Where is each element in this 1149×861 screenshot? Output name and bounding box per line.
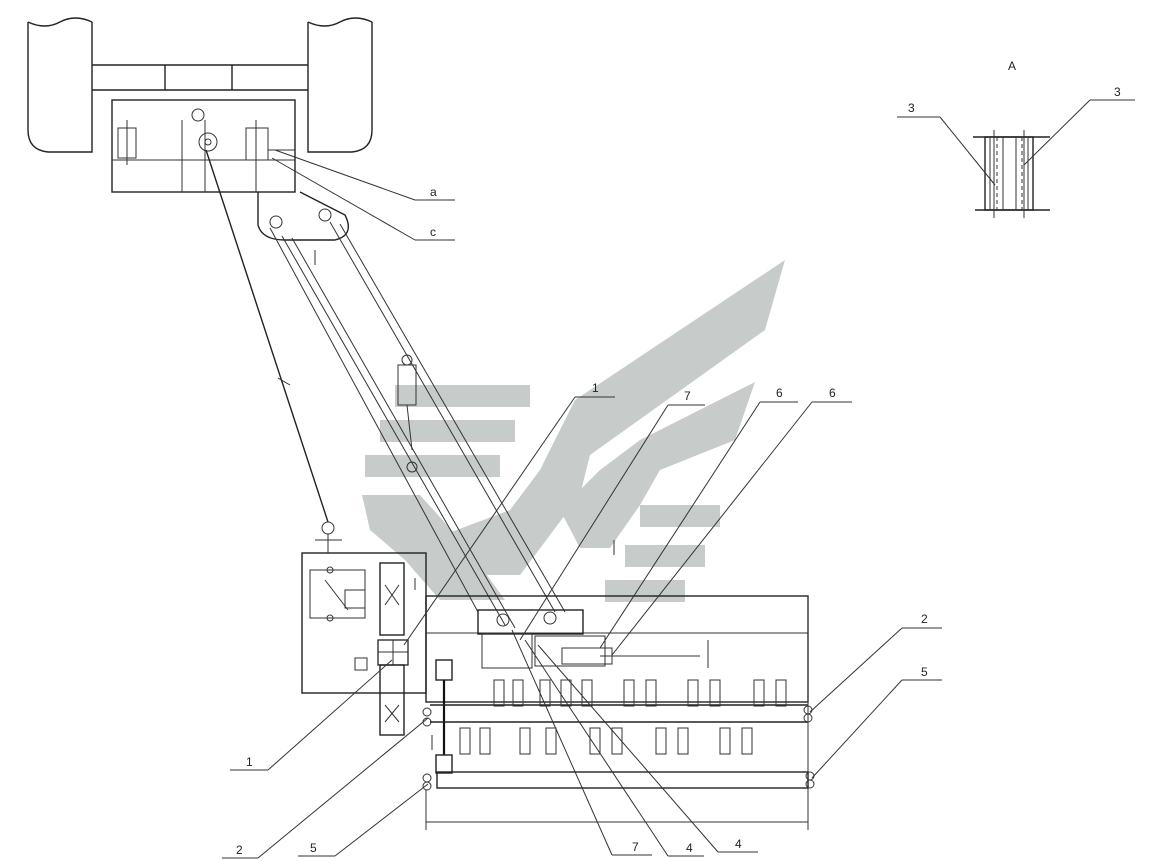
drive-cables bbox=[205, 149, 615, 629]
watermark-logo bbox=[362, 260, 785, 602]
detail-view-a bbox=[897, 99, 1135, 218]
callout-5-right: 5 bbox=[921, 665, 928, 679]
callout-7-top: 7 bbox=[684, 389, 691, 403]
gearbox bbox=[301, 521, 433, 750]
rotor-assembly bbox=[422, 595, 815, 830]
view-a-label: A bbox=[1008, 59, 1016, 73]
callout-3-left: 3 bbox=[908, 101, 915, 115]
callout-1-bottom: 1 bbox=[246, 755, 253, 769]
callout-1-top: 1 bbox=[592, 381, 599, 395]
callout-2-bottom: 2 bbox=[236, 843, 243, 857]
blade-row-lower bbox=[459, 727, 753, 755]
callout-6-a: 6 bbox=[776, 386, 783, 400]
callout-2-right: 2 bbox=[921, 612, 928, 626]
callout-c: c bbox=[430, 225, 436, 239]
callout-leaders-bottom bbox=[222, 396, 942, 859]
callout-4-b: 4 bbox=[735, 837, 742, 851]
callout-5-bottom: 5 bbox=[310, 841, 317, 855]
callout-leaders-top bbox=[271, 149, 455, 241]
callout-a: a bbox=[430, 185, 437, 199]
callout-7-bottom: 7 bbox=[632, 840, 639, 854]
blade-row-upper bbox=[493, 679, 787, 707]
tractor-frame bbox=[27, 17, 373, 265]
callout-6-b: 6 bbox=[829, 386, 836, 400]
callout-3-right: 3 bbox=[1114, 85, 1121, 99]
callout-4-a: 4 bbox=[686, 841, 693, 855]
